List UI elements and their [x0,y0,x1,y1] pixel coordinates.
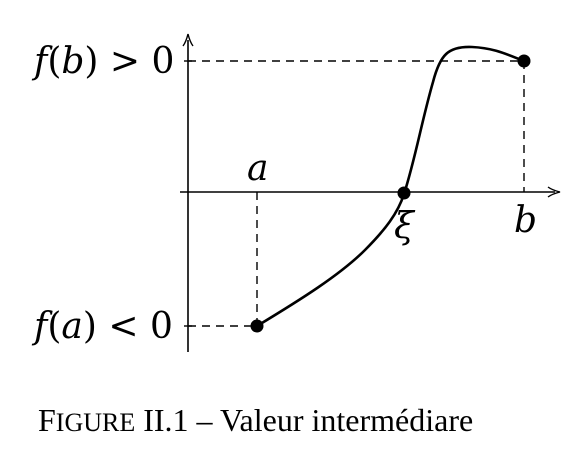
y-axis-arrowhead [182,33,194,47]
x-axis-arrowhead [547,186,561,198]
label-b: b [514,200,537,241]
point-a [250,319,264,333]
point-b [517,54,531,68]
label-a: a [247,148,268,189]
figure-caption: FIGURE II.1 – Valeur intermédiare [38,402,473,438]
point-xi [397,186,411,200]
label-xi: ξ [394,206,416,247]
label-fa: f(a) < 0 [31,306,173,347]
label-fb: f(b) > 0 [31,41,174,82]
function-curve [255,45,526,328]
